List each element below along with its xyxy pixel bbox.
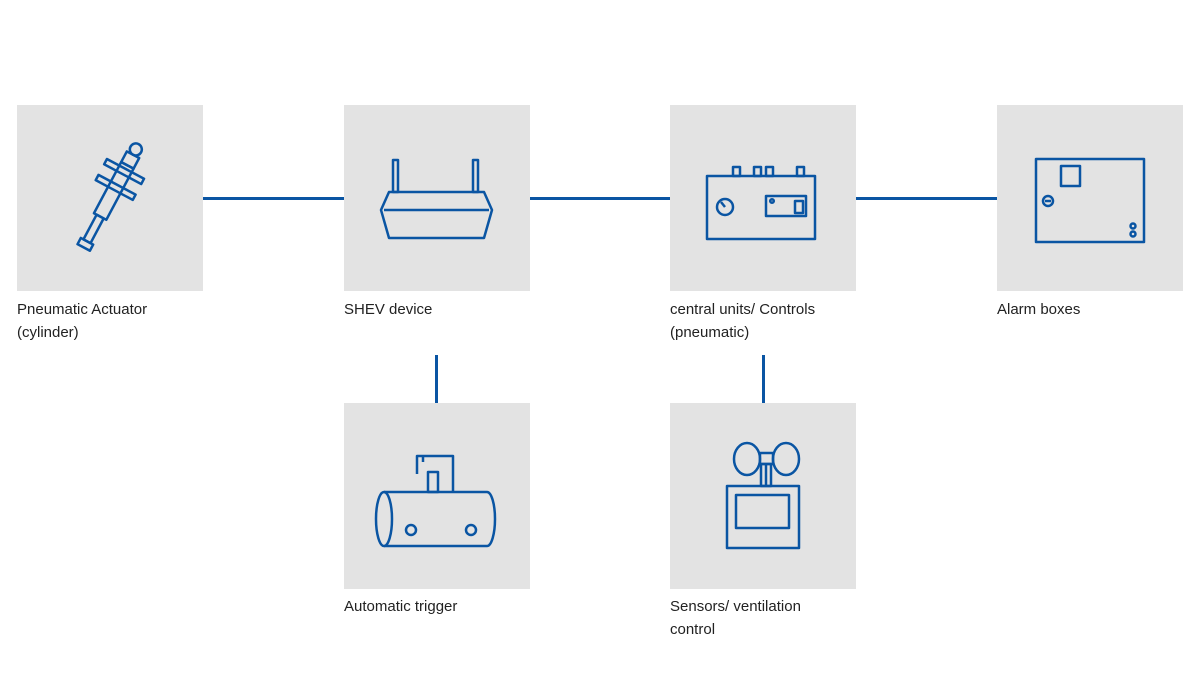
- label-line: Sensors/ ventilation: [670, 598, 801, 615]
- label-shev-device: SHEV device: [344, 298, 544, 321]
- node-central-units[interactable]: [670, 105, 856, 291]
- connector-shev-trigger: [435, 355, 438, 403]
- label-line: (cylinder): [17, 324, 79, 341]
- pneumatic-actuator-icon: [76, 142, 146, 252]
- alarm-box-icon: [1034, 157, 1146, 244]
- node-automatic-trigger[interactable]: [344, 403, 530, 589]
- label-pneumatic-actuator: Pneumatic Actuator (cylinder): [17, 298, 217, 344]
- label-line: central units/ Controls: [670, 301, 816, 318]
- central-unit-icon: [705, 165, 817, 241]
- connector-central-sensors: [762, 355, 765, 403]
- node-shev-device[interactable]: [344, 105, 530, 291]
- automatic-trigger-icon: [374, 454, 497, 548]
- label-line: SHEV device: [344, 301, 433, 318]
- label-line: Alarm boxes: [997, 301, 1081, 318]
- connector-actuator-shev: [203, 197, 344, 200]
- label-central-units: central units/ Controls (pneumatic): [670, 298, 870, 344]
- shev-device-icon: [379, 158, 494, 240]
- label-line: Automatic trigger: [344, 598, 458, 615]
- label-line: Pneumatic Actuator: [17, 301, 148, 318]
- label-line: (pneumatic): [670, 324, 750, 341]
- label-sensors-ventilation: Sensors/ ventilation control: [670, 595, 870, 641]
- connector-shev-central: [529, 197, 670, 200]
- label-alarm-boxes: Alarm boxes: [997, 298, 1197, 321]
- node-sensors-ventilation[interactable]: [670, 403, 856, 589]
- node-pneumatic-actuator[interactable]: [17, 105, 203, 291]
- label-line: control: [670, 621, 716, 638]
- node-alarm-boxes[interactable]: [997, 105, 1183, 291]
- connector-central-alarm: [856, 197, 997, 200]
- wind-sensor-icon: [725, 441, 801, 550]
- label-automatic-trigger: Automatic trigger: [344, 595, 544, 618]
